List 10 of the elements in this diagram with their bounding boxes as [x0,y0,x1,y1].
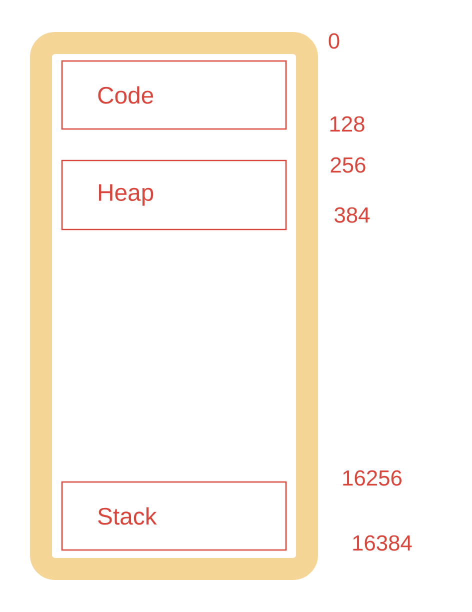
address-label: 0 [328,33,340,49]
memory-segment-box: Stack [61,481,287,551]
address-label: 16384 [353,535,412,551]
address-label: 16256 [343,470,402,486]
address-label: 256 [330,157,366,173]
memory-segment-box: Heap [61,160,287,230]
address-label: 384 [334,207,370,223]
address-label: 128 [330,116,364,132]
memory-frame [30,32,318,580]
memory-segment-box: Code [61,60,287,130]
